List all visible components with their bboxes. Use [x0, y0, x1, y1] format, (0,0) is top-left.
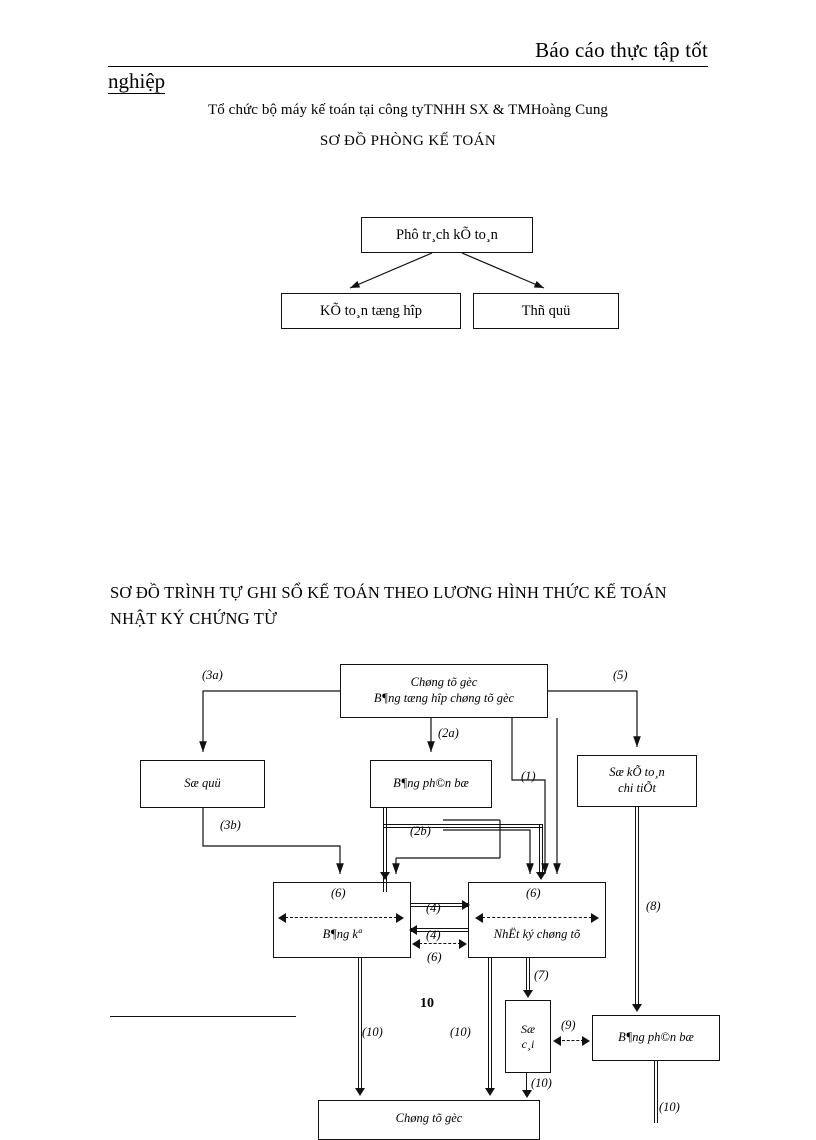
flow-node-allocation-table-bottom: B¶ng ph©n bæ	[592, 1015, 720, 1061]
flow-edge-2b-double-h	[383, 824, 543, 828]
flow-edge-9	[562, 1040, 584, 1041]
org-node-label: Phô tr¸ch kÕ to¸n	[396, 226, 498, 243]
flow-node-cash-book: Sæ quü	[140, 760, 265, 808]
flow-label-5: (5)	[613, 668, 628, 682]
flow-label-10-ledger: (10)	[531, 1076, 552, 1090]
flow-edge-8	[635, 807, 639, 1005]
flow-arrow-4-left	[409, 925, 417, 935]
flow-label-8: (8)	[646, 899, 661, 913]
header-title-continuation: nghiệp	[108, 69, 166, 95]
flow-label-6-journal: (6)	[526, 886, 541, 900]
flow-label-1: (1)	[521, 769, 536, 783]
footer-separator	[110, 1016, 296, 1017]
flow-edge-10-ledger	[526, 1073, 528, 1093]
flow-node-source-documents: Chøng tõ gèc B¶ng tæng hîp chøng tõ gèc	[340, 664, 548, 718]
flow-arrow-10-ledger	[522, 1090, 532, 1098]
flow-node-journal-voucher: NhËt ký chøng tõ	[468, 882, 606, 958]
flow-label-4-top: (4)	[426, 901, 441, 915]
flow-label-9: (9)	[561, 1018, 576, 1032]
org-edge-2	[461, 252, 545, 289]
flow-node-label-line1: Sæ quü	[184, 776, 221, 791]
flow-edge-2b-double-v	[383, 808, 387, 892]
flow-node-label-line2: chi tiÕt	[618, 781, 656, 795]
flow-edge-5	[548, 690, 641, 747]
flow-node-general-ledger: Sæ c¸i	[505, 1000, 551, 1073]
org-chart-connectors	[349, 252, 545, 289]
org-node-head-accountant: Phô tr¸ch kÕ to¸n	[361, 217, 533, 253]
flow-edge-6-journal	[482, 917, 592, 918]
org-node-general-accountant: KÕ to¸n tæng hîp	[281, 293, 461, 329]
flow-arrow-7	[523, 990, 533, 998]
flow-edge-4-bottom	[411, 928, 468, 932]
flow-edge-7	[526, 958, 530, 992]
flow-edge-10-journal	[488, 958, 492, 1090]
org-node-label: KÕ to¸n tæng hîp	[320, 302, 422, 319]
flow-node-label-line1: Sæ kÕ to¸n	[609, 765, 665, 780]
org-edge-1	[349, 252, 433, 289]
section-heading-line1: SƠ ĐỒ TRÌNH TỰ GHI SỔ KẾ TOÁN THEO LƯƠNG…	[110, 583, 667, 602]
flow-edge-10-worksheet	[358, 958, 362, 1090]
flow-edge-2b-double-drop	[539, 824, 543, 874]
flow-edge-10-allocation	[654, 1061, 658, 1123]
flow-label-2b: (2b)	[410, 824, 431, 838]
org-chart: Phô tr¸ch kÕ to¸n KÕ to¸n tæng hîp Thñ q…	[0, 0, 816, 360]
section-heading-flowchart: SƠ ĐỒ TRÌNH TỰ GHI SỔ KẾ TOÁN THEO LƯƠNG…	[110, 580, 760, 631]
flow-label-6-worksheet: (6)	[331, 886, 346, 900]
flow-edge-2b-right	[443, 829, 534, 874]
flow-edge-1	[511, 718, 549, 874]
flow-label-3a: (3a)	[202, 668, 223, 682]
flow-label-10-worksheet: (10)	[362, 1025, 383, 1039]
flow-arrow-6-between-left	[412, 939, 420, 949]
subtitle-organization: Tổ chức bộ máy kế toán tại công tyTNHH S…	[207, 102, 609, 118]
flow-node-label-line1: Sæ	[520, 1021, 535, 1036]
flow-node-worksheet: B¶ng kª	[273, 882, 411, 958]
flow-edge-3b	[202, 808, 344, 874]
flow-node-label-line1: NhËt ký chøng tõ	[493, 927, 581, 942]
flow-arrow-6-worksheet-left	[278, 913, 286, 923]
flow-edge-3a	[199, 690, 340, 752]
flow-node-label-line1: Chøng tõ gèc	[395, 1111, 463, 1126]
flow-arrow-10-worksheet	[355, 1088, 365, 1096]
flow-node-allocation-table-top: B¶ng ph©n bæ	[370, 760, 492, 808]
flow-arrow-6-journal-left	[475, 913, 483, 923]
flow-label-10-allocation: (10)	[659, 1100, 680, 1114]
flow-node-label-line1: B¶ng ph©n bæ	[618, 1030, 694, 1045]
header-title-right: Báo cáo thực tập tốt	[108, 38, 708, 67]
flow-node-detail-ledger: Sæ kÕ to¸n chi tiÕt	[577, 755, 697, 807]
flow-label-2a: (2a)	[438, 726, 459, 740]
page-number: 10	[420, 996, 434, 1011]
flow-arrow-into-worksheet	[380, 872, 390, 880]
flow-arrow-8	[632, 1004, 642, 1012]
org-node-treasurer: Thñ quü	[473, 293, 619, 329]
flow-node-label-line1: Chøng tõ gèc	[410, 675, 478, 690]
flow-arrow-4-right	[462, 900, 470, 910]
org-node-label: Thñ quü	[521, 302, 571, 319]
section-heading-line2: NHẬT KÝ CHỨNG TỪ	[110, 608, 278, 628]
document-header: Báo cáo thực tập tốt nghiệp	[108, 38, 708, 95]
flow-arrow-6-journal-right	[591, 913, 599, 923]
flow-edge-6-worksheet	[285, 917, 397, 918]
flow-label-4-bottom: (4)	[426, 928, 441, 942]
flow-label-6-between: (6)	[427, 950, 442, 964]
flow-arrow-6-worksheet-right	[396, 913, 404, 923]
flow-node-label-line2: c¸i	[521, 1036, 535, 1051]
flow-edge-6-between	[419, 943, 461, 944]
flow-arrow-into-journal	[536, 872, 546, 880]
flow-node-label-line1: B¶ng kª	[322, 927, 362, 942]
flow-node-label-line1: B¶ng ph©n bæ	[393, 776, 469, 791]
flow-arrow-9-right	[582, 1036, 590, 1046]
flow-arrow-10-journal	[485, 1088, 495, 1096]
flow-arrow-6-between-right	[459, 939, 467, 949]
flow-arrow-9-left	[553, 1036, 561, 1046]
flow-edge-4-top	[411, 903, 468, 907]
subtitle-diagram-title: SƠ ĐỒ PHÒNG KẾ TOÁN	[319, 133, 497, 149]
flow-label-10-journal: (10)	[450, 1025, 471, 1039]
flow-label-3b: (3b)	[220, 818, 241, 832]
flow-label-7: (7)	[534, 968, 549, 982]
flow-node-label-line2: B¶ng tæng hîp chøng tõ gèc	[373, 691, 515, 705]
